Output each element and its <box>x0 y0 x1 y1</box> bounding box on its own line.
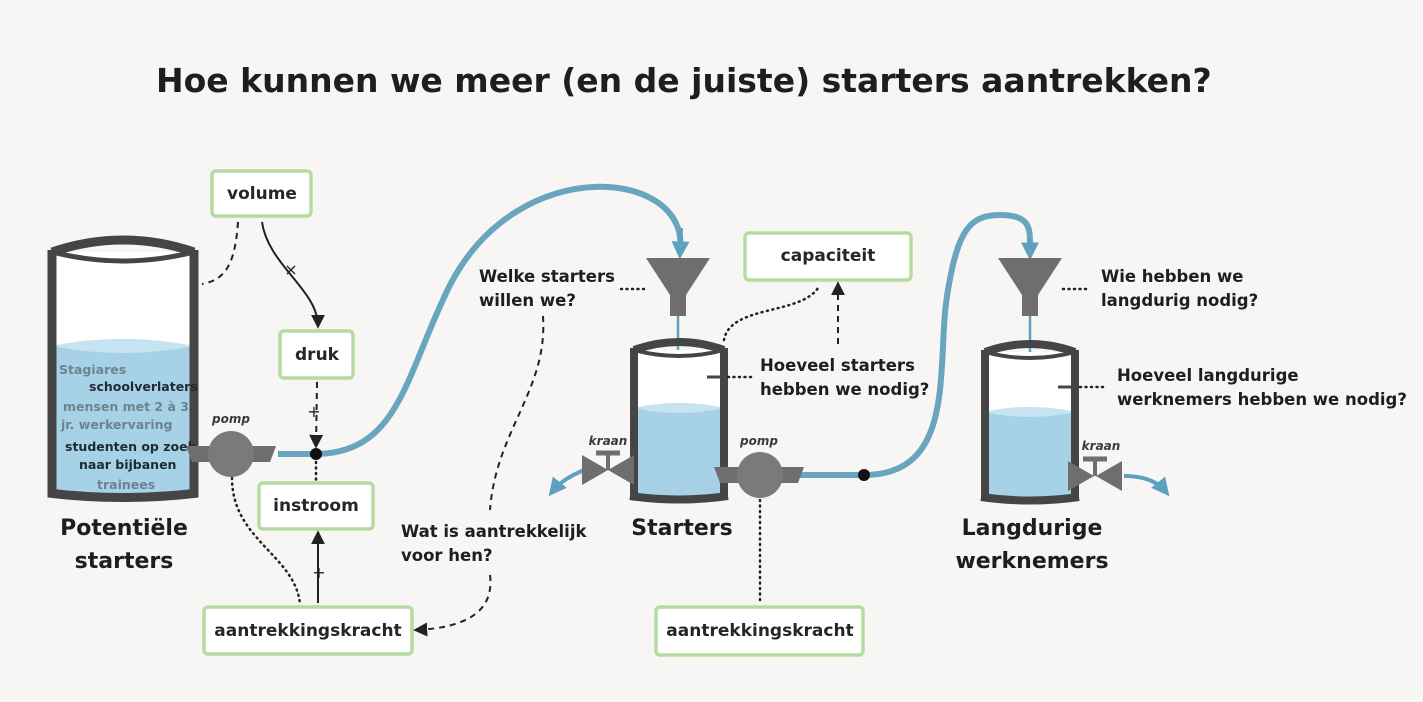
water-level <box>985 407 1075 499</box>
junction-mid <box>858 469 870 481</box>
tank-name-potential-1: Potentiële <box>60 516 188 541</box>
box-capaciteit <box>743 231 913 282</box>
box-aantrekkingskracht-left-label: aantrekkingskracht <box>214 621 401 641</box>
starters-tank <box>629 338 729 504</box>
question-how-many-starters-2: hebben we nodig? <box>760 380 929 399</box>
question-attractive-2: voor hen? <box>401 546 493 565</box>
label-studenten-1: studenten op zoek <box>65 439 197 454</box>
potential-starters-tank: Stagiares schoolverlaters mensen met 2 à… <box>47 235 199 502</box>
longterm-tank <box>980 340 1080 505</box>
question-how-many-longterm-1: Hoeveel langdurige <box>1117 366 1299 385</box>
sign-plus-druk: + <box>307 402 320 421</box>
funnel-starters-icon <box>646 258 710 316</box>
sign-times: × <box>284 260 297 279</box>
label-werkervaring-2: jr. werkervaring <box>60 417 172 432</box>
pump-left-label: pomp <box>211 412 250 426</box>
outflow-starters <box>548 468 585 497</box>
water-level <box>52 339 194 496</box>
label-studenten-2: naar bijbanen <box>79 457 176 472</box>
box-volume <box>210 169 313 218</box>
link-which-attractive <box>489 315 545 511</box>
link-volume-druk <box>261 221 325 329</box>
box-aantrekkingskracht-left <box>202 605 414 656</box>
box-aantrekkingskracht-right <box>654 605 865 657</box>
label-stagiares: Stagiares <box>59 362 126 377</box>
box-instroom-label: instroom <box>273 496 359 516</box>
link-pump-aantrek <box>230 476 302 606</box>
pipe-to-longterm <box>800 211 1033 478</box>
link-volume-tank <box>201 221 239 285</box>
label-trainees: trainees <box>97 477 155 492</box>
page-title: Hoe kunnen we meer (en de juiste) starte… <box>156 61 1212 100</box>
question-attractive-1: Wat is aantrekkelijk <box>401 522 587 541</box>
question-which-starters-2: willen we? <box>479 291 576 310</box>
link-tank-capaciteit <box>722 286 820 342</box>
pump-mid-label: pomp <box>739 434 778 448</box>
valve-starters-icon <box>582 450 634 485</box>
box-instroom <box>257 481 375 531</box>
funnel-longterm-icon <box>998 258 1062 316</box>
pump-left-icon <box>186 431 276 477</box>
box-aantrekkingskracht-right-label: aantrekkingskracht <box>666 621 853 641</box>
box-druk-label: druk <box>295 345 340 365</box>
label-werkervaring-1: mensen met 2 à 3 <box>63 399 189 414</box>
tank-name-starters: Starters <box>631 516 732 541</box>
question-how-many-starters-1: Hoeveel starters <box>760 356 915 375</box>
link-attractive-aantrek <box>413 574 492 637</box>
water-level <box>634 403 724 498</box>
label-schoolverlaters: schoolverlaters <box>89 379 198 394</box>
box-volume-label: volume <box>227 184 297 204</box>
valve-starters-label: kraan <box>589 434 628 448</box>
question-who-longterm-1: Wie hebben we <box>1101 267 1243 286</box>
pump-mid-icon <box>714 452 804 498</box>
pipe-to-starters <box>313 183 684 457</box>
box-druk <box>278 329 355 380</box>
question-which-starters-1: Welke starters <box>479 267 615 286</box>
tank-name-potential-2: starters <box>75 549 174 574</box>
box-capaciteit-label: capaciteit <box>781 246 876 266</box>
question-how-many-longterm-2: werknemers hebben we nodig? <box>1117 390 1407 409</box>
valve-longterm-icon <box>1068 456 1122 491</box>
valve-longterm-label: kraan <box>1082 439 1121 453</box>
outflow-longterm <box>1123 474 1170 497</box>
question-who-longterm-2: langdurig nodig? <box>1101 291 1258 310</box>
tank-name-longterm-2: werknemers <box>955 549 1108 574</box>
junction-left <box>310 448 322 460</box>
tank-name-longterm-1: Langdurige <box>962 516 1103 541</box>
sign-plus-aantrek: + <box>312 563 325 582</box>
